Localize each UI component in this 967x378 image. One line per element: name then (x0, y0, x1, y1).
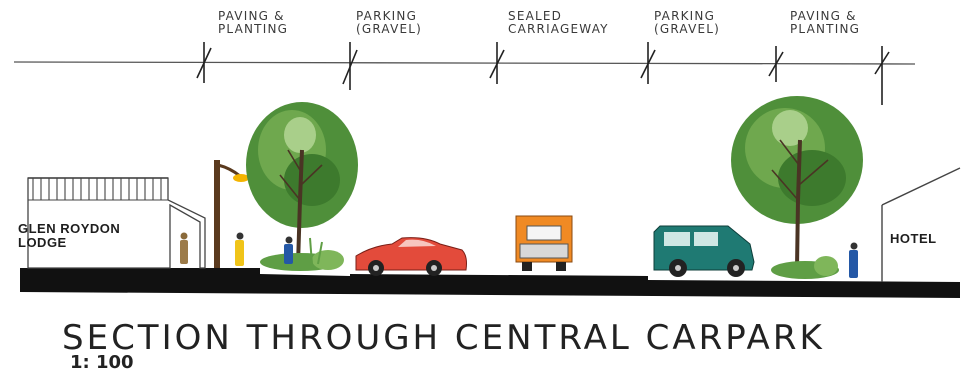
glen-roydon-lodge-building (27, 177, 206, 269)
red-car (355, 237, 467, 276)
zone-label-parking-right: PARKING (GRAVEL) (654, 9, 721, 36)
zone-label-paving-planting-right: PAVING & PLANTING (790, 9, 861, 36)
dimension-line (13, 61, 916, 65)
street-lamp (214, 160, 249, 268)
person-yellow (235, 232, 244, 266)
drawing-title: SECTION THROUGH CENTRAL CARPARK (62, 318, 825, 358)
hotel-building (881, 167, 961, 282)
shrubs-right (771, 256, 839, 279)
shrubs-left (260, 237, 344, 271)
zone-label-parking-left: PARKING (GRAVEL) (356, 9, 423, 36)
drawing-scale: 1: 100 (70, 352, 134, 373)
building-label-glen-roydon-lodge: GLEN ROYDON LODGE (18, 221, 121, 250)
person-blue-left (284, 236, 293, 264)
building-label-hotel: HOTEL (890, 231, 937, 246)
person-brown (180, 232, 188, 264)
tree-right (731, 96, 863, 269)
dimension-ticks (196, 42, 890, 105)
tree-left (246, 102, 358, 266)
zone-label-sealed-carriageway: SEALED CARRIAGEWAY (508, 9, 609, 36)
orange-truck (515, 215, 573, 271)
teal-car (653, 225, 755, 277)
person-blue-right (849, 242, 858, 278)
ground-line (20, 268, 960, 298)
zone-label-paving-planting-left: PAVING & PLANTING (218, 9, 289, 36)
